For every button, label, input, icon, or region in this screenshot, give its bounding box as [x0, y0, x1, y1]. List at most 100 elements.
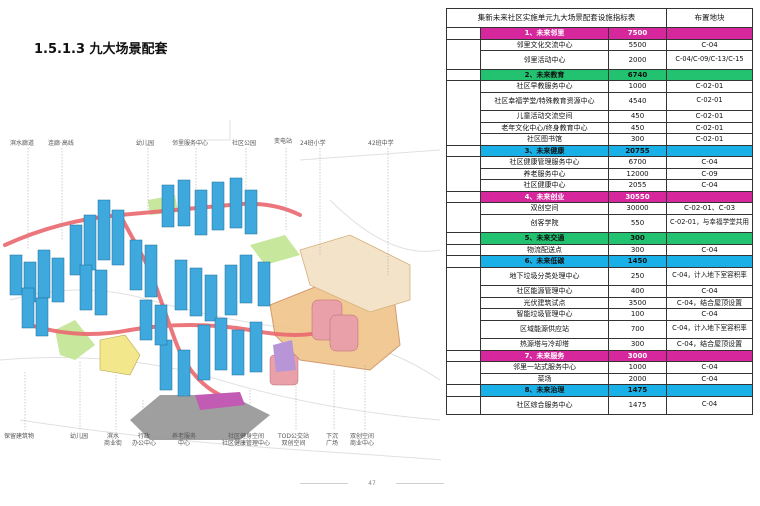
kindergarten-block	[99, 334, 141, 376]
green-lot-2	[55, 320, 95, 360]
category-plot	[666, 232, 753, 245]
facility-plot: C-04	[666, 372, 753, 385]
label-substation: 变电站	[274, 138, 293, 145]
facility-plot: C-04，计入地下室容积率	[666, 319, 753, 339]
facility-name: 养老服务中心	[480, 167, 609, 180]
category-blank-cell	[446, 68, 481, 81]
facility-plot: C-04，结合屋顶设置	[666, 296, 753, 309]
facility-name: 邻里文化交流中心	[480, 38, 609, 51]
category-plot	[666, 255, 753, 268]
facility-plot: C-04	[666, 179, 753, 192]
facility-plot: C-02-01	[666, 133, 753, 146]
category-blank-cell	[446, 349, 481, 362]
facility-name: 双创空间	[480, 202, 609, 215]
facility-plot: C-04，计入地下室容积率	[666, 266, 753, 286]
group-blank-cell	[446, 38, 481, 70]
label-community-park: 社区公园	[232, 140, 257, 147]
table-header-row: 集新未来社区实施单元九大场景配套设施指标表 布置地块	[446, 8, 753, 28]
facility-area: 12000	[608, 167, 667, 180]
school-lot	[299, 234, 411, 313]
facility-plot: C-09	[666, 167, 753, 180]
facility-plot: C-02-01、C-03	[666, 202, 753, 215]
facility-name: 社区早教服务中心	[480, 80, 609, 93]
label-greenway-high: 连廊·高线	[48, 140, 74, 147]
facility-area: 450	[608, 110, 667, 123]
facility-area: 300	[608, 133, 667, 146]
facility-plot: C-02-01，与幸福学堂共用	[666, 213, 753, 233]
facility-name: 社区健康中心	[480, 179, 609, 192]
facility-name: 菜场	[480, 372, 609, 385]
facility-name: 邻里活动中心	[480, 50, 609, 70]
group-blank-cell	[446, 80, 481, 146]
facility-area: 2000	[608, 372, 667, 385]
label-waterside-commercial: 滨水 商业街	[104, 433, 123, 447]
category-name: 2、未来教育	[480, 68, 609, 81]
category-plot	[666, 384, 753, 397]
grey-plaza	[130, 395, 270, 440]
facility-name: 热源塔与冷却塔	[480, 338, 609, 351]
category-blank-cell	[446, 27, 481, 40]
category-plot	[666, 349, 753, 362]
facility-area: 300	[608, 243, 667, 256]
category-area: 7500	[608, 27, 667, 40]
category-plot	[666, 144, 753, 157]
label-kindergarten-bottom: 幼儿园	[70, 433, 89, 440]
category-plot	[666, 190, 753, 203]
facility-name: 物流配送点	[480, 243, 609, 256]
facility-plot: C-04，结合屋顶设置	[666, 338, 753, 351]
category-area: 30550	[608, 190, 667, 203]
site-plan-illustration	[0, 120, 442, 461]
facility-area: 1475	[608, 395, 667, 415]
category-plot	[666, 68, 753, 81]
facility-plot: C-04	[666, 395, 753, 415]
facility-name: 社区综合服务中心	[480, 395, 609, 415]
facility-area: 1000	[608, 80, 667, 93]
facility-name: 社区图书馆	[480, 133, 609, 146]
facility-plot: C-02-01	[666, 110, 753, 123]
label-tod-bus: TOD公交站 双创空间	[278, 433, 310, 447]
category-area: 20755	[608, 144, 667, 157]
group-blank-cell	[446, 361, 481, 385]
facility-area: 550	[608, 213, 667, 233]
category-name: 8、未来治理	[480, 384, 609, 397]
facility-plot: C-02-01	[666, 121, 753, 134]
facility-area: 30000	[608, 202, 667, 215]
facility-area: 4540	[608, 91, 667, 111]
group-blank-cell	[446, 156, 481, 192]
category-area: 6740	[608, 68, 667, 81]
category-blank-cell	[446, 384, 481, 397]
facility-name: 邻里一站式服务中心	[480, 361, 609, 374]
group-blank-cell	[446, 243, 481, 256]
magenta-block	[195, 392, 245, 410]
green-lot-1	[250, 235, 300, 265]
header-plot: 布置地块	[666, 8, 753, 28]
facility-name: 社区健康管理服务中心	[480, 156, 609, 169]
label-kindergarten-top: 幼儿园	[136, 140, 155, 147]
facility-name: 儿童活动交流空间	[480, 110, 609, 123]
facility-plot: C-04	[666, 243, 753, 256]
category-name: 7、未来服务	[480, 349, 609, 362]
category-area: 1475	[608, 384, 667, 397]
label-riverside-greenway: 滨水廊道	[10, 140, 35, 147]
label-admin-office: 行政 办公中心	[132, 433, 157, 447]
facility-plot: C-04	[666, 285, 753, 298]
label-elderly-service: 养老服务 中心	[172, 433, 197, 447]
facility-name: 光伏建筑试点	[480, 296, 609, 309]
